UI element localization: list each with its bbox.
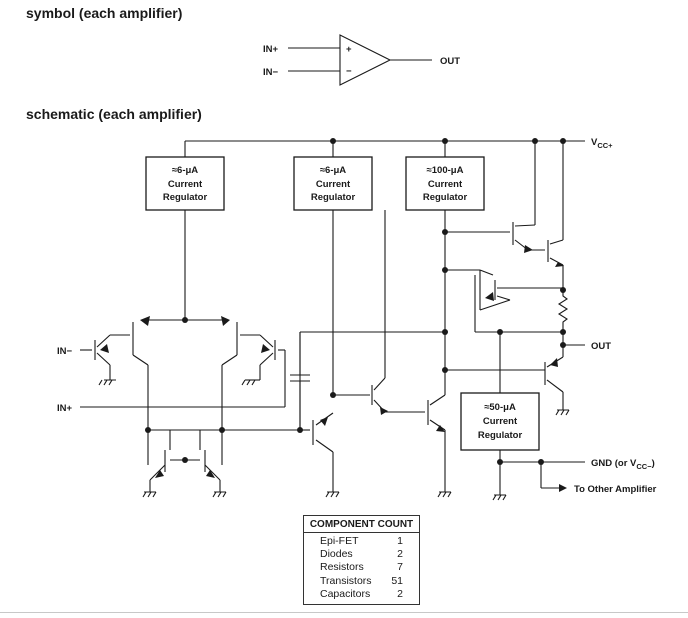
- regulator-3: ≈100-μA Current Regulator: [405, 156, 485, 211]
- transistor-arrows: [100, 245, 564, 478]
- component-count: 7: [397, 561, 403, 574]
- component-count: 2: [397, 587, 403, 600]
- regulator-2-value: ≈6-μA: [320, 165, 346, 176]
- regulator-1-line2: Current: [168, 179, 203, 190]
- symbol-in-plus-label: IN+: [263, 44, 279, 55]
- symbol-heading: symbol (each amplifier): [26, 5, 183, 21]
- component-name: Epi-FET: [320, 535, 359, 547]
- component-name: Diodes: [320, 548, 353, 561]
- in-plus-label: IN+: [57, 403, 73, 414]
- gnd-label: GND (or VCC−): [591, 458, 655, 471]
- component-count: 1: [397, 535, 403, 547]
- regulator-1: ≈6-μA Current Regulator: [145, 156, 225, 211]
- component-name: Capacitors: [320, 587, 371, 600]
- out-label: OUT: [591, 341, 611, 352]
- regulator-4-line3: Regulator: [478, 430, 523, 441]
- junction-dots: [145, 138, 566, 465]
- regulator-3-line3: Regulator: [423, 192, 468, 203]
- schematic-wires: [80, 140, 585, 495]
- ground-symbols: [98, 379, 570, 501]
- component-count-title: COMPONENT COUNT: [304, 516, 419, 533]
- in-minus-label: IN−: [57, 346, 73, 357]
- component-count-table: COMPONENT COUNT Epi-FET 1 Diodes 2 Resis…: [303, 515, 420, 605]
- regulator-1-line3: Regulator: [163, 192, 208, 203]
- footer-divider: [0, 612, 688, 613]
- regulator-1-value: ≈6-μA: [172, 165, 198, 176]
- opamp-triangle: [339, 34, 392, 86]
- regulator-2-line2: Current: [316, 179, 351, 190]
- table-row: Diodes 2: [304, 548, 419, 561]
- table-row: Epi-FET 1: [304, 535, 419, 548]
- component-name: Resistors: [320, 561, 364, 574]
- regulator-4-line2: Current: [483, 416, 518, 427]
- regulator-2-line3: Regulator: [311, 192, 356, 203]
- regulator-3-line2: Current: [428, 179, 463, 190]
- symbol-out-label: OUT: [440, 56, 460, 67]
- regulator-2: ≈6-μA Current Regulator: [293, 156, 373, 211]
- table-row: Transistors 51: [304, 575, 419, 588]
- symbol-minus-sign: −: [346, 66, 352, 77]
- table-row: Resistors 7: [304, 561, 419, 574]
- component-count: 51: [391, 574, 403, 587]
- regulator-4: ≈50-μA Current Regulator: [460, 392, 540, 451]
- table-row: Capacitors 2: [304, 588, 419, 601]
- symbol-in-minus-label: IN−: [263, 67, 279, 78]
- regulator-4-value: ≈50-μA: [484, 402, 516, 413]
- schematic-heading: schematic (each amplifier): [26, 106, 202, 122]
- component-name: Transistors: [320, 574, 372, 587]
- regulator-3-value: ≈100-μA: [427, 165, 464, 176]
- other-amplifier-label: To Other Amplifier: [574, 484, 657, 495]
- component-count: 2: [397, 548, 403, 561]
- symbol-plus-sign: +: [346, 44, 352, 55]
- vcc-label: VCC+: [591, 137, 613, 150]
- opamp-symbol: IN+ IN− + − OUT: [263, 34, 460, 86]
